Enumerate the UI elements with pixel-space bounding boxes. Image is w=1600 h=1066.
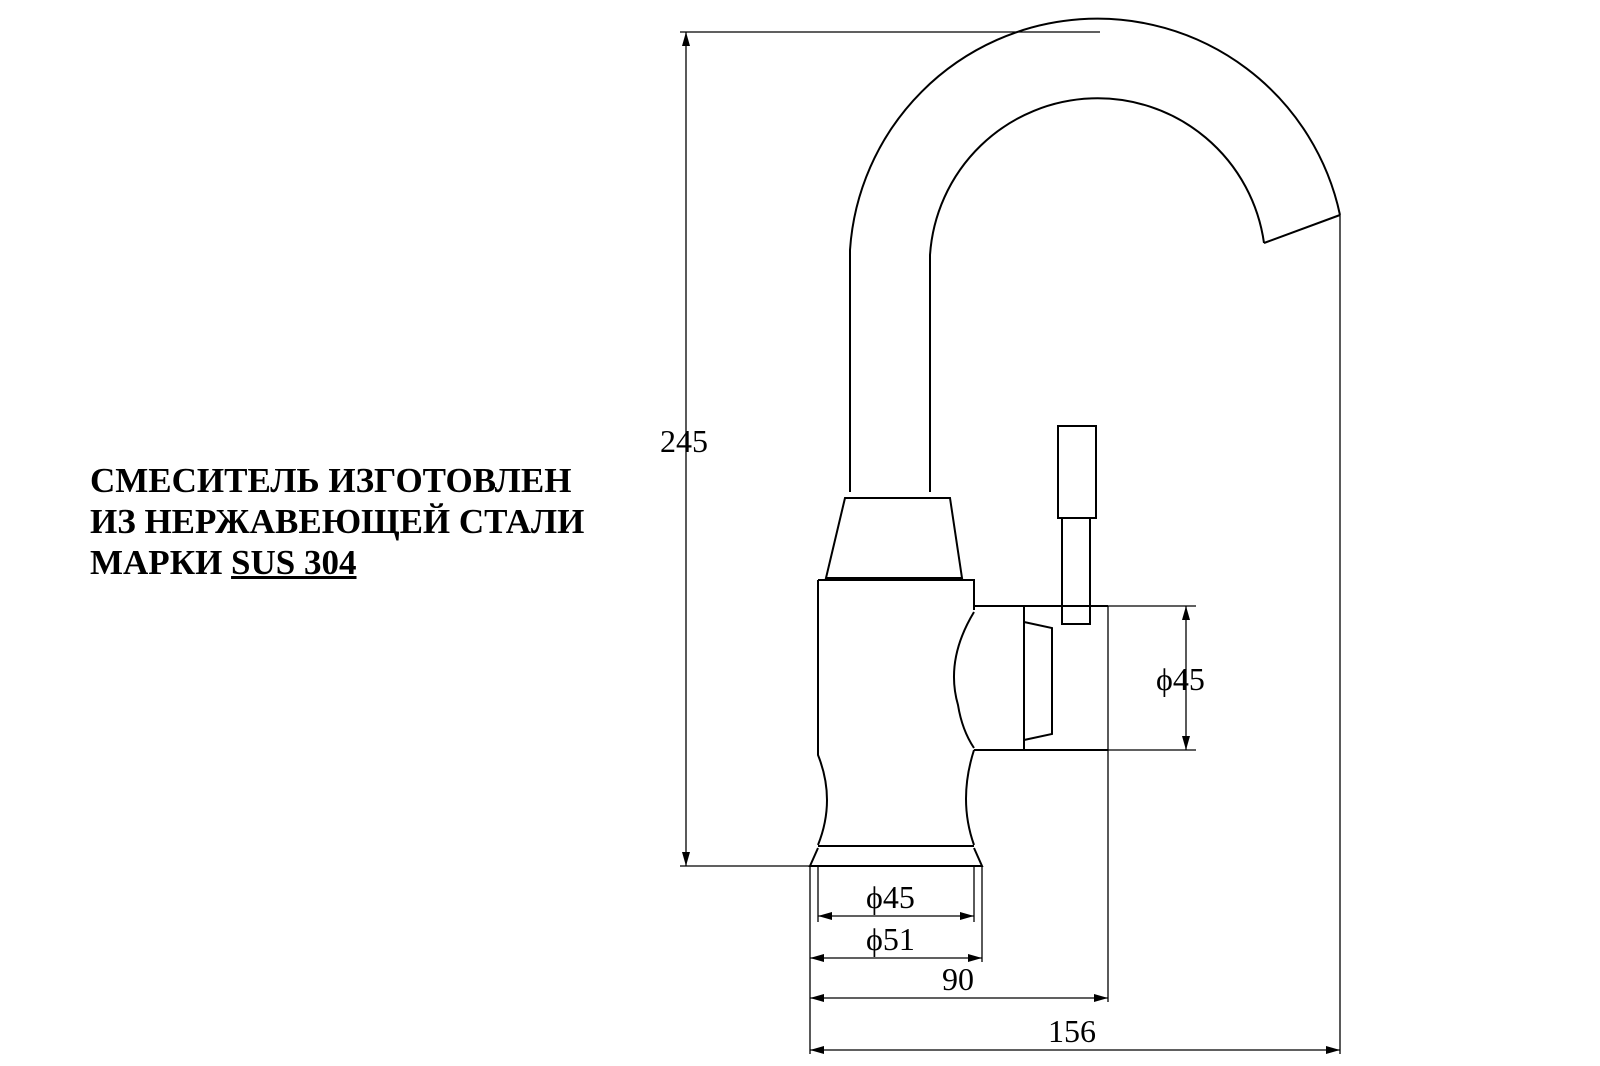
handle-reach-arrow-right: [1094, 994, 1108, 1002]
height-arrow-bottom: [682, 852, 690, 866]
faucet-outline: [808, 17, 1341, 867]
spout-reach-value: 156: [1048, 1013, 1096, 1049]
handle-diam-arrow-bottom: [1182, 736, 1190, 750]
height-value: 245: [660, 423, 708, 459]
base-outer-arrow-left: [810, 954, 824, 962]
handle-diam-arrow-top: [1182, 606, 1190, 620]
handle-hub: [974, 605, 1025, 751]
base-inner-value: ϕ45: [866, 879, 915, 915]
dimension-handle-reach: 90: [810, 961, 1108, 1002]
spout-outer: [849, 17, 1341, 492]
dimension-base-inner: ϕ45: [818, 879, 974, 920]
mixer-body: [817, 579, 975, 846]
handle-hub-inner: [1023, 621, 1053, 741]
base-flange: [808, 847, 984, 867]
spout-collar: [824, 497, 964, 579]
material-note-prefix: МАРКИ: [90, 543, 232, 582]
handle-reach-value: 90: [942, 961, 974, 997]
spout-reach-arrow-left: [810, 1046, 824, 1054]
height-arrow-top: [682, 32, 690, 46]
material-note-line-3: МАРКИ SUS 304: [90, 542, 584, 583]
base-outer-value: ϕ51: [866, 921, 915, 957]
spout-tip: [1263, 214, 1341, 244]
spout-inner: [929, 97, 1265, 492]
base-outer-arrow-right: [968, 954, 982, 962]
handle-diam-value: ϕ45: [1156, 661, 1205, 697]
handle-reach-arrow-left: [810, 994, 824, 1002]
base-inner-arrow-right: [960, 912, 974, 920]
material-note-line-1: СМЕСИТЕЛЬ ИЗГОТОВЛЕН: [90, 461, 572, 500]
dimension-height: 245: [660, 31, 1100, 867]
material-grade: SUS 304: [231, 543, 357, 582]
dimension-base-outer: ϕ51: [810, 921, 982, 962]
handle-bulge: [953, 611, 975, 749]
spout-reach-arrow-right: [1326, 1046, 1340, 1054]
handle-lever: [1057, 425, 1097, 625]
extension-lines: [809, 215, 1341, 1054]
dimension-spout-reach: 156: [810, 1013, 1340, 1054]
material-note-line-2: ИЗ НЕРЖАВЕЮЩЕЙ СТАЛИ: [90, 502, 585, 541]
dimension-handle-diameter: ϕ45: [1108, 605, 1205, 751]
material-note: СМЕСИТЕЛЬ ИЗГОТОВЛЕН ИЗ НЕРЖАВЕЮЩЕЙ СТАЛ…: [90, 460, 584, 583]
base-inner-arrow-left: [818, 912, 832, 920]
